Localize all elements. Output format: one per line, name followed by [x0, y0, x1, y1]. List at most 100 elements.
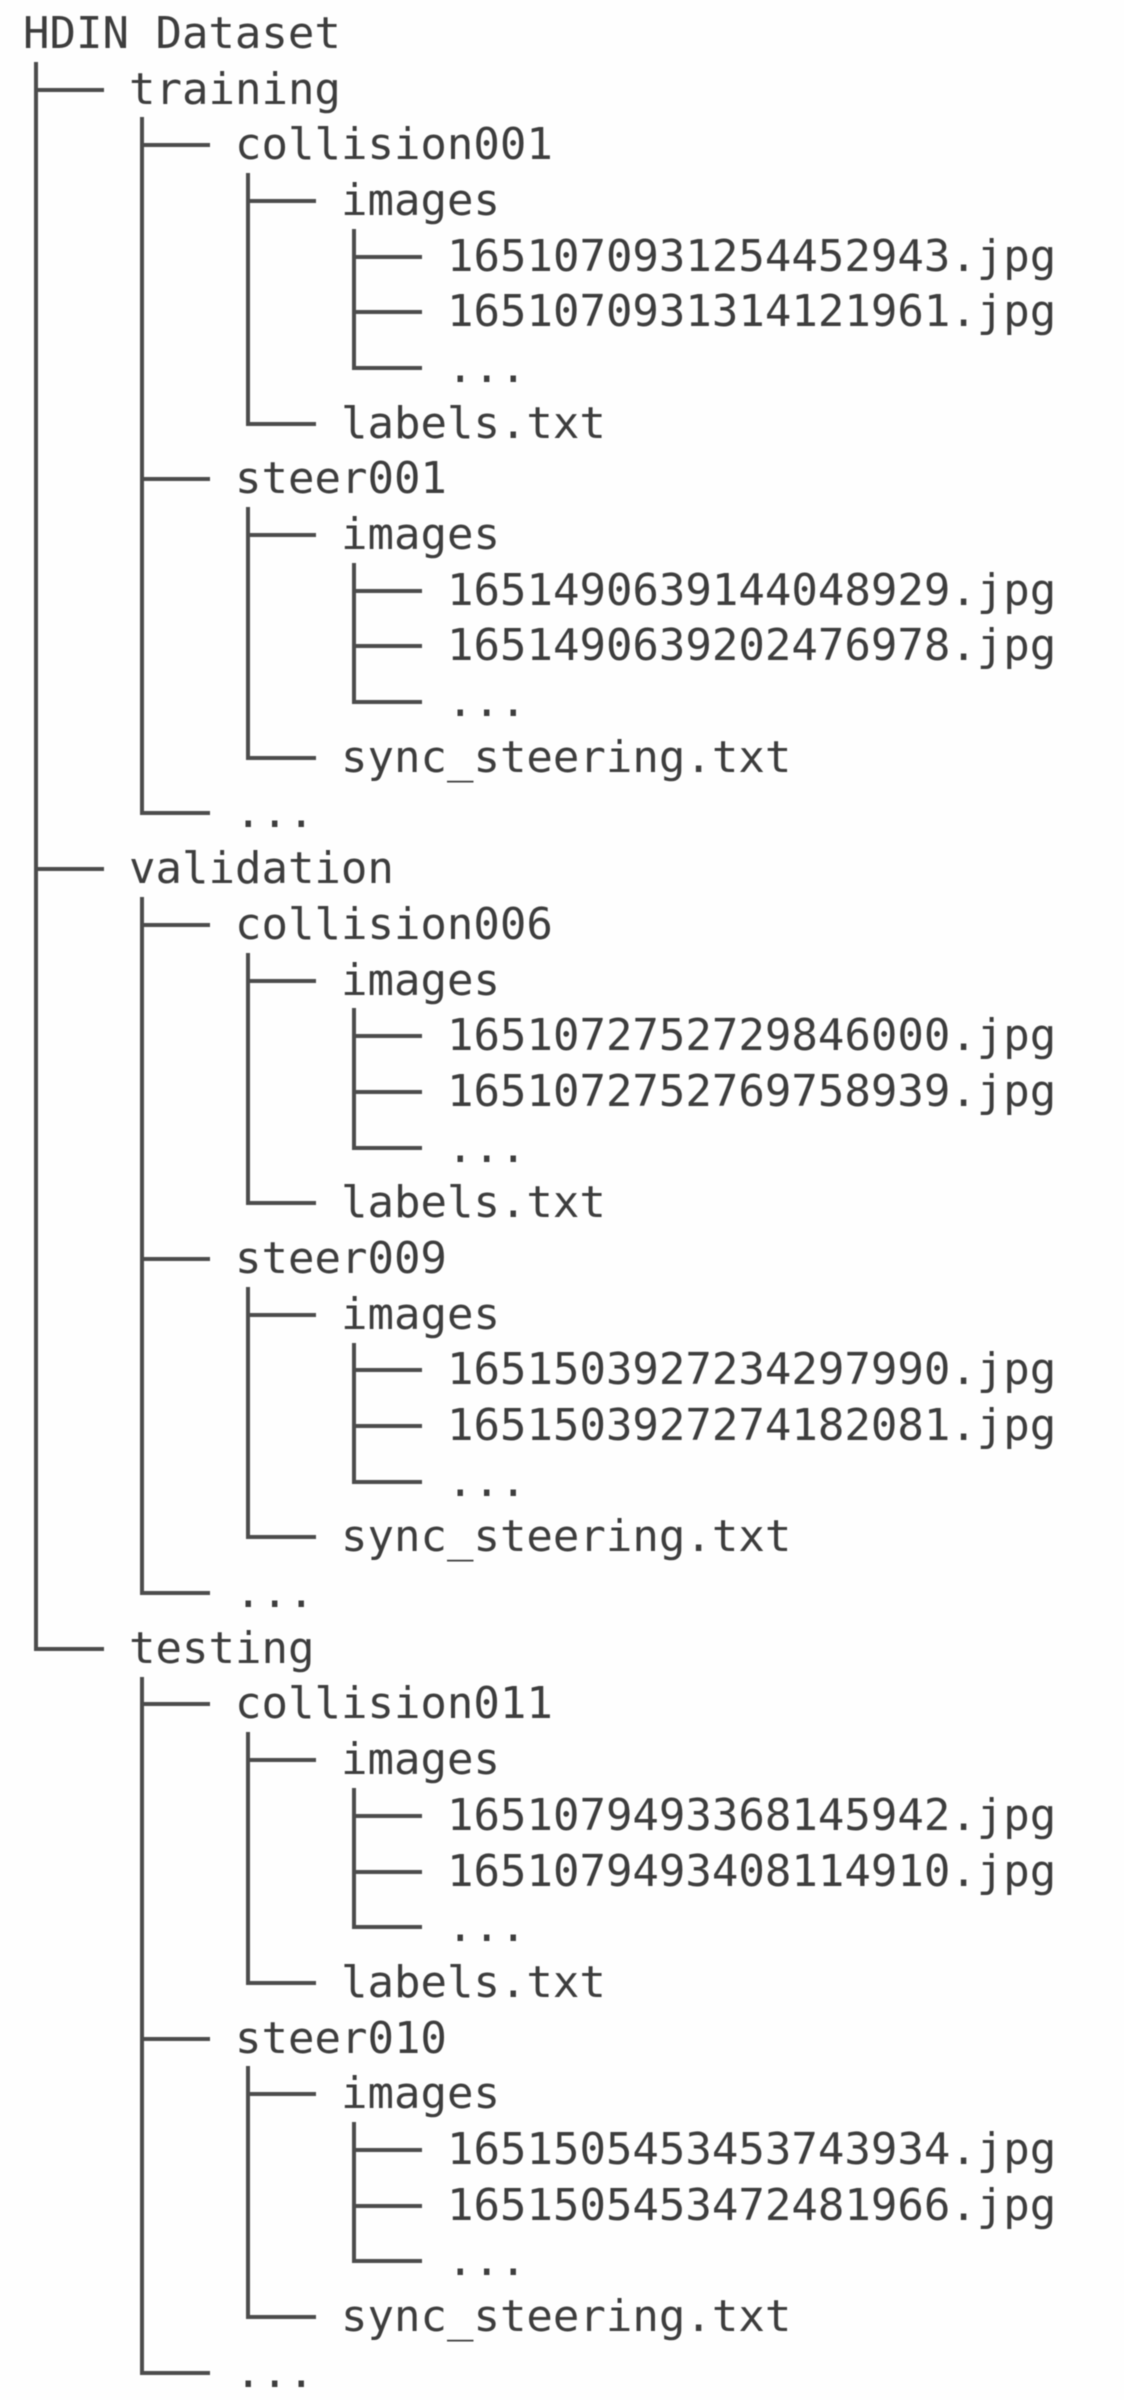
tree-guide-line [23, 507, 129, 563]
tree-branch-icon [341, 1064, 447, 1120]
tree-row: ... [23, 674, 1056, 730]
tree-row: steer010 [23, 2010, 1056, 2067]
tree-dir-label: testing [129, 1622, 315, 1674]
tree-guide-line [23, 451, 129, 508]
tree-branch-icon [235, 952, 341, 1009]
tree-row: images [23, 173, 1056, 229]
tree-guide-line [23, 562, 129, 619]
tree-guide-line [129, 952, 235, 1009]
tree-row: 1651072752769758939.jpg [23, 1064, 1056, 1120]
tree-guide-line [129, 618, 235, 675]
tree-guide-line [23, 1342, 129, 1399]
tree-guide-line [235, 2233, 341, 2290]
tree-file-label: 1651070931314121961.jpg [447, 286, 1057, 338]
tree-dir-label: steer001 [235, 453, 447, 505]
tree-guide-line [129, 562, 235, 619]
tree-guide-line [23, 117, 129, 173]
tree-ellipsis: ... [235, 2346, 315, 2398]
tree-guide-line [129, 729, 235, 786]
tree-branch-icon [235, 507, 341, 563]
tree-guide-line [129, 674, 235, 730]
tree-branch-icon [341, 228, 447, 285]
tree-guide-line [129, 395, 235, 452]
tree-branch-end-icon [235, 1175, 341, 1231]
tree-row: labels.txt [23, 1955, 1056, 2011]
tree-guide-line [235, 1453, 341, 1510]
tree-guide-line [129, 2233, 235, 2290]
tree-guide-line [129, 1008, 235, 1064]
tree-file-label: 1651505453453743934.jpg [447, 2123, 1057, 2175]
tree-guide-line [23, 173, 129, 229]
tree-branch-end-icon [235, 1509, 341, 1566]
tree-ellipsis: ... [235, 787, 315, 839]
tree-dir-label: images [341, 2068, 500, 2120]
tree-branch-icon [341, 618, 447, 675]
tree-file-label: 1651079493368145942.jpg [447, 1789, 1057, 1841]
tree-root-row: HDIN Dataset [23, 6, 1056, 62]
tree-guide-line [235, 1119, 341, 1176]
tree-indent [23, 2289, 129, 2345]
tree-row: ... [23, 2344, 1056, 2400]
tree-guide-line [129, 1788, 235, 1844]
tree-branch-icon [341, 562, 447, 619]
tree-guide-line [23, 618, 129, 675]
tree-row: sync_steering.txt [23, 1509, 1056, 1566]
tree-guide-line [23, 674, 129, 730]
tree-branch-icon [235, 1286, 341, 1343]
tree-branch-icon [129, 2010, 235, 2067]
tree-row: ... [23, 1899, 1056, 1955]
tree-row: ... [23, 1453, 1056, 1510]
tree-guide-line [23, 1175, 129, 1231]
tree-branch-end-icon [341, 2233, 447, 2290]
tree-indent [23, 2011, 129, 2067]
tree-guide-line [129, 284, 235, 340]
tree-dir-label: collision011 [235, 1678, 553, 1730]
tree-file-label: labels.txt [341, 397, 606, 449]
tree-ellipsis: ... [447, 1121, 527, 1173]
tree-guide-line [23, 1286, 129, 1343]
tree-branch-end-icon [129, 1565, 235, 1621]
tree-file-label: 1651503927234297990.jpg [447, 1344, 1057, 1396]
tree-row: training [23, 61, 1056, 118]
tree-branch-icon [341, 2122, 447, 2178]
tree-branch-icon [235, 2066, 341, 2122]
tree-branch-end-icon [235, 2289, 341, 2345]
tree-indent [23, 2122, 129, 2178]
tree-branch-icon [23, 61, 129, 118]
tree-guide-line [129, 1843, 235, 1900]
tree-row: labels.txt [23, 1175, 1056, 1231]
tree-guide-line [129, 2066, 235, 2122]
tree-branch-icon [341, 1398, 447, 1454]
tree-guide-line [129, 2289, 235, 2345]
tree-guide-line [235, 1788, 341, 1844]
tree-branch-icon [341, 284, 447, 340]
tree-file-label: 1651490639202476978.jpg [447, 620, 1057, 672]
tree-row: 1651505453472481966.jpg [23, 2177, 1056, 2234]
tree-guide-line [235, 2177, 341, 2234]
tree-guide-line [129, 1286, 235, 1343]
tree-row: images [23, 2066, 1056, 2122]
tree-row: 1651079493368145942.jpg [23, 1788, 1056, 1844]
tree-guide-line [235, 1342, 341, 1399]
tree-row: ... [23, 1119, 1056, 1176]
tree-row: collision006 [23, 897, 1056, 953]
tree-guide-line [23, 1231, 129, 1287]
tree-guide-line [129, 1453, 235, 1510]
tree-dir-label: steer009 [235, 1232, 447, 1284]
tree-indent [23, 2234, 129, 2290]
tree-guide-line [129, 173, 235, 229]
tree-branch-end-icon [23, 1620, 129, 1677]
tree-branch-icon [129, 451, 235, 508]
tree-branch-icon [23, 841, 129, 897]
tree-file-label: sync_steering.txt [341, 1511, 792, 1563]
tree-guide-line [235, 674, 341, 730]
tree-file-label: 1651490639144048929.jpg [447, 564, 1057, 616]
tree-guide-line [23, 785, 129, 842]
tree-guide-line [235, 228, 341, 285]
tree-branch-icon [341, 1008, 447, 1064]
tree-guide-line [129, 507, 235, 563]
tree-guide-line [23, 1064, 129, 1120]
tree-dir-label: images [341, 1734, 500, 1786]
tree-dir-label: images [341, 954, 500, 1006]
tree-row: testing [23, 1620, 1056, 1677]
